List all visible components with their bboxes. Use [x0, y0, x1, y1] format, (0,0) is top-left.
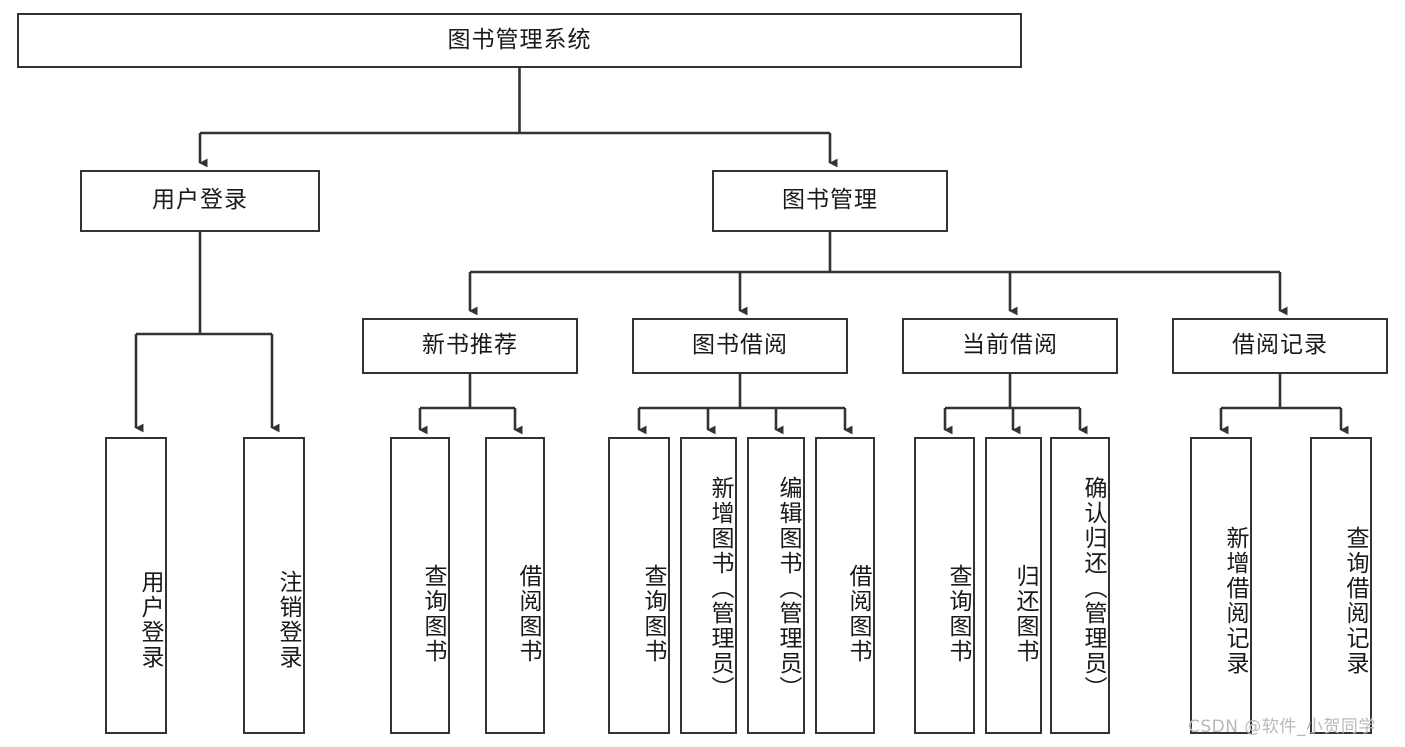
leaf-add-book-admin[interactable]: 新增图书（管理员） — [680, 437, 737, 734]
leaf-add-borrow-record[interactable]: 新增借阅记录 — [1190, 437, 1252, 734]
node-label: 图书管理 — [782, 187, 878, 214]
leaf-return-book[interactable]: 归还图书 — [985, 437, 1042, 734]
node-borrow-record[interactable]: 借阅记录 — [1172, 318, 1388, 374]
node-label: 用户登录 — [137, 569, 163, 670]
node-label: 编辑图书（管理员） — [775, 476, 801, 701]
leaf-query-book-recommend[interactable]: 查询图书 — [390, 437, 450, 734]
node-label: 查询图书 — [640, 563, 666, 664]
leaf-confirm-return-admin[interactable]: 确认归还（管理员） — [1050, 437, 1110, 734]
node-label: 借阅图书 — [845, 563, 871, 664]
node-user-login[interactable]: 用户登录 — [80, 170, 320, 232]
node-label: 确认归还（管理员） — [1080, 476, 1106, 701]
leaf-borrow-book[interactable]: 借阅图书 — [815, 437, 875, 734]
watermark-text: CSDN @软件_小贺同学 — [1188, 717, 1376, 737]
node-book-management[interactable]: 图书管理 — [712, 170, 948, 232]
leaf-query-book-borrow[interactable]: 查询图书 — [608, 437, 670, 734]
node-label: 借阅记录 — [1232, 332, 1328, 359]
node-label: 归还图书 — [1012, 563, 1038, 664]
leaf-edit-book-admin[interactable]: 编辑图书（管理员） — [747, 437, 805, 734]
leaf-query-book-current[interactable]: 查询图书 — [914, 437, 975, 734]
node-label: 查询图书 — [945, 563, 971, 664]
node-label: 用户登录 — [152, 187, 248, 214]
node-label: 图书管理系统 — [447, 26, 592, 53]
node-book-borrow[interactable]: 图书借阅 — [632, 318, 848, 374]
leaf-logout[interactable]: 注销登录 — [243, 437, 305, 734]
node-root-system[interactable]: 图书管理系统 — [17, 13, 1022, 68]
leaf-user-login[interactable]: 用户登录 — [105, 437, 167, 734]
node-label: 新书推荐 — [422, 332, 518, 359]
node-label: 当前借阅 — [962, 332, 1058, 359]
leaf-query-borrow-record[interactable]: 查询借阅记录 — [1310, 437, 1372, 734]
node-label: 新增借阅记录 — [1222, 525, 1248, 676]
node-label: 新增图书（管理员） — [707, 476, 733, 701]
node-label: 借阅图书 — [515, 563, 541, 664]
leaf-borrow-book-recommend[interactable]: 借阅图书 — [485, 437, 545, 734]
node-label: 查询图书 — [420, 563, 446, 664]
node-new-book-recommend[interactable]: 新书推荐 — [362, 318, 578, 374]
node-label: 注销登录 — [275, 569, 301, 670]
node-label: 查询借阅记录 — [1342, 525, 1368, 676]
node-current-borrow[interactable]: 当前借阅 — [902, 318, 1118, 374]
node-label: 图书借阅 — [692, 332, 788, 359]
